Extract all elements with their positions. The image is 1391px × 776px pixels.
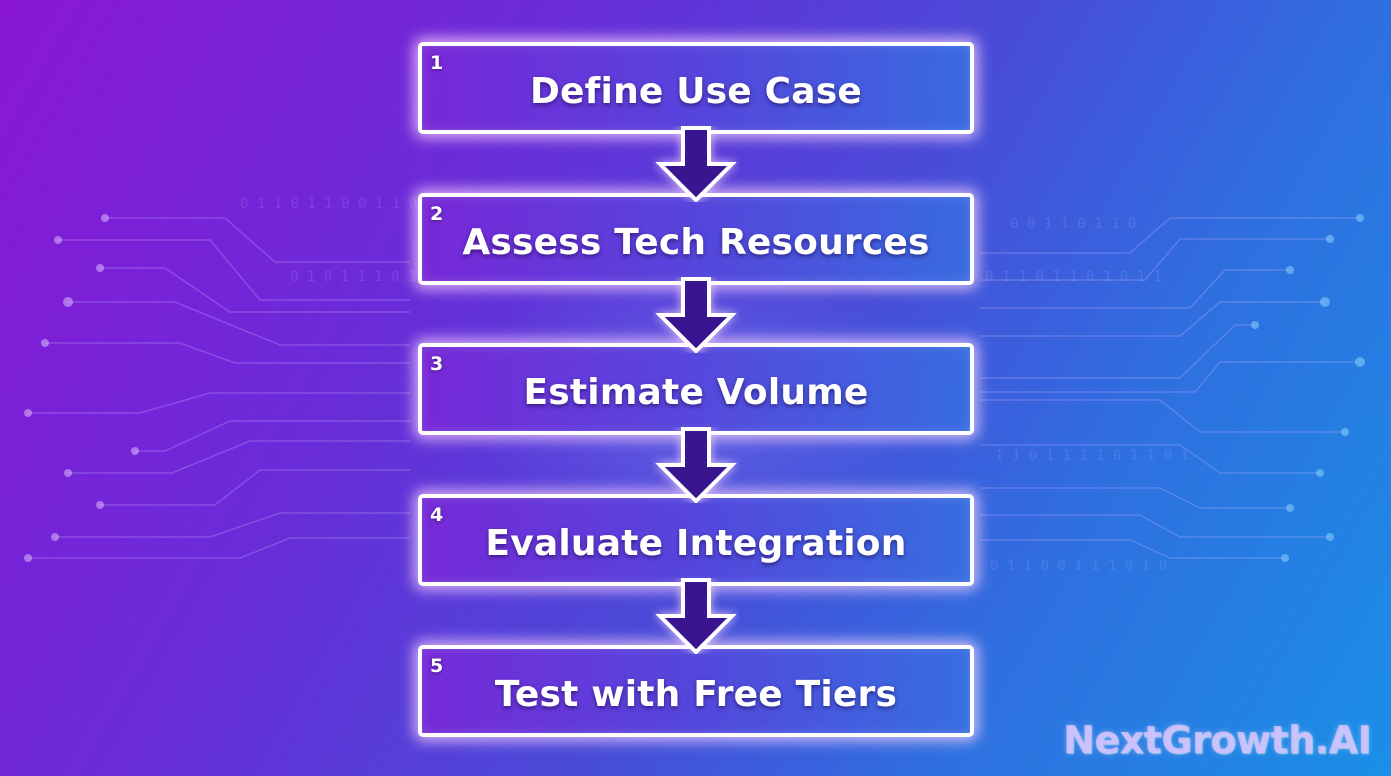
svg-text:0 1 1 0 1 1 0 0 1 1 0: 0 1 1 0 1 1 0 0 1 1 0	[240, 196, 417, 212]
arrow-down-icon	[655, 277, 737, 353]
step-label: Assess Tech Resources	[462, 221, 930, 263]
step-label: Test with Free Tiers	[494, 673, 898, 715]
flow-step-3: 3 Estimate Volume	[418, 343, 974, 435]
svg-text:0 0 1 1 0 1 1 0: 0 0 1 1 0 1 1 0	[1010, 216, 1136, 232]
step-number: 4	[430, 504, 444, 526]
svg-text:0 1 1 0 1 1 0 1 0 1 1: 0 1 1 0 1 1 0 1 0 1 1	[985, 269, 1162, 285]
step-label: Define Use Case	[529, 70, 863, 112]
step-label: Evaluate Integration	[485, 522, 907, 564]
svg-text:1 1 0 1 1 1 1 0 1 1 0 1: 1 1 0 1 1 1 1 0 1 1 0 1	[995, 448, 1189, 464]
arrow-down-icon	[655, 427, 737, 503]
svg-text:0 1 1 0 0 1 1 1 0 1 0: 0 1 1 0 0 1 1 1 0 1 0	[990, 558, 1167, 574]
step-number: 3	[430, 353, 444, 375]
arrow-down-icon	[655, 126, 737, 202]
brand-logo: NextGrowth.AI	[1062, 718, 1372, 762]
step-label: Estimate Volume	[523, 371, 869, 413]
flow-step-1: 1 Define Use Case	[418, 42, 974, 134]
step-number: 1	[430, 52, 444, 74]
arrow-down-icon	[655, 578, 737, 654]
step-number: 2	[430, 203, 444, 225]
svg-text:0 1 0 1 1 1 0 1: 0 1 0 1 1 1 0 1	[290, 269, 416, 285]
flow-step-2: 2 Assess Tech Resources	[418, 193, 974, 285]
flow-step-4: 4 Evaluate Integration	[418, 494, 974, 586]
step-number: 5	[430, 655, 444, 677]
flow-step-5: 5 Test with Free Tiers	[418, 645, 974, 737]
